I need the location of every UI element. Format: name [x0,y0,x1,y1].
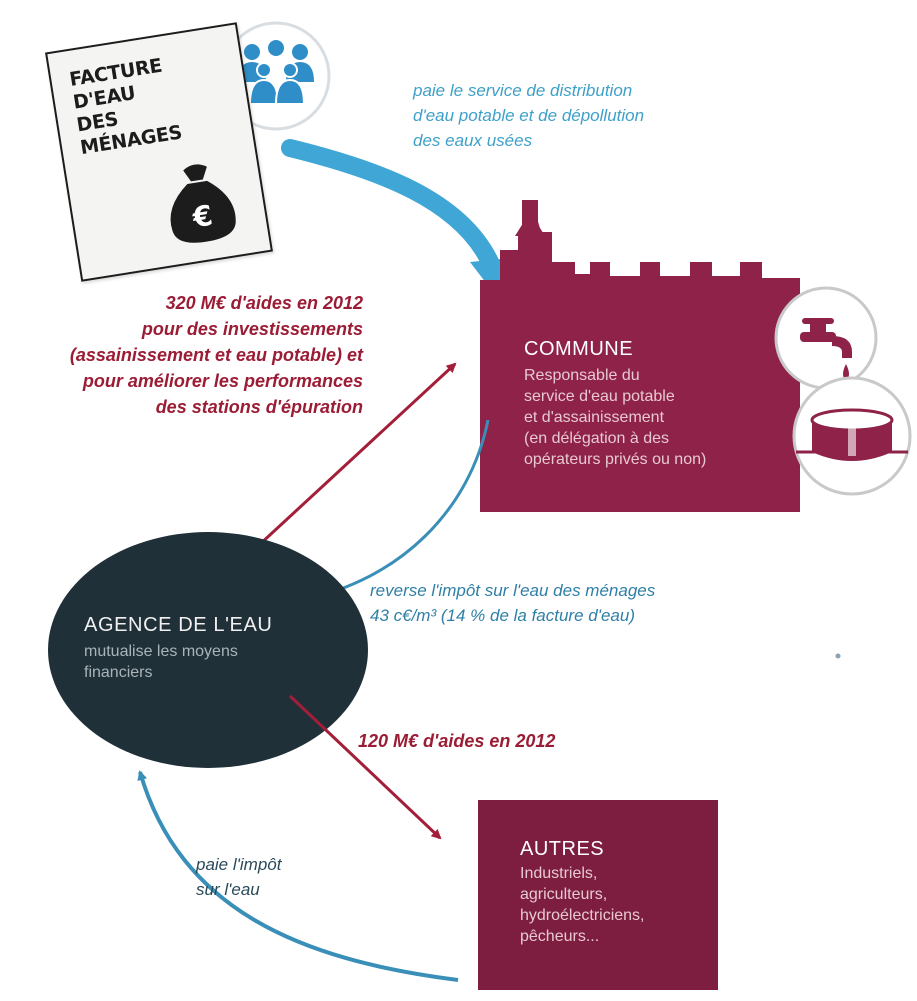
payment-arrow [281,139,510,296]
aid-commune-label: 320 M€ d'aides en 2012 pour des investis… [69,293,363,417]
agence-ellipse [48,532,368,768]
currency-symbol: € [189,199,214,235]
treatment-tank-icon [792,376,912,496]
money-bag-icon: € [170,164,236,243]
commune-building [480,200,800,512]
tax-payment-label: paie l'impôt sur l'eau [196,855,282,899]
decorative-dot [835,653,841,659]
commune-text: COMMUNE Responsable du service d'eau pot… [524,338,794,470]
aid-autres-arrow [288,694,442,840]
tap-icon [774,286,878,390]
tax-payment-arrow [137,770,459,982]
commune-description: Responsable du service d'eau potable et … [524,367,707,468]
invoice-title: FACTURE D'EAU DES MÉNAGES [67,54,184,160]
households-payment-label: paie le service de distribution d'eau po… [413,81,645,150]
reverse-tax-arrow [300,419,490,604]
invoice-card: FACTURE D'EAU DES MÉNAGES € [45,22,273,282]
commune-title: COMMUNE [524,338,634,360]
agence-text: AGENCE DE L'EAU mutualise les moyens fin… [84,614,324,683]
agence-description: mutualise les moyens financiers [84,643,238,681]
autres-title: AUTRES [520,838,605,860]
aid-autres-label: 120 M€ d'aides en 2012 [358,731,556,751]
aid-commune-arrow [230,362,457,572]
autres-text: AUTRES Industriels, agriculteurs, hydroé… [520,838,710,947]
autres-description: Industriels, agriculteurs, hydroélectric… [520,865,645,945]
reverse-tax-label: reverse l'impôt sur l'eau des ménages 43… [370,581,656,625]
autres-box [478,800,718,990]
agence-title: AGENCE DE L'EAU [84,614,273,636]
